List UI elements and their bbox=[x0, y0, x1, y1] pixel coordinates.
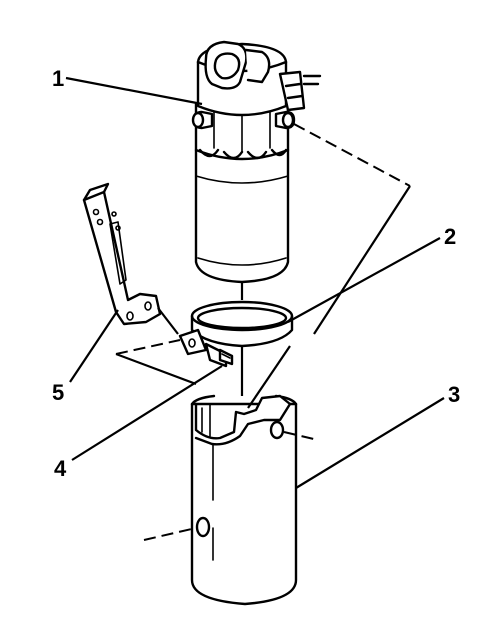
callout-3: 3 bbox=[448, 382, 460, 407]
filter-canister bbox=[191, 40, 322, 284]
alignment-lines bbox=[115, 123, 411, 541]
callout-2: 2 bbox=[444, 224, 456, 249]
callout-1: 1 bbox=[52, 66, 64, 91]
callout-5: 5 bbox=[52, 380, 64, 405]
callout-4: 4 bbox=[54, 456, 67, 481]
clamp-ring bbox=[178, 300, 294, 368]
mounting-bracket bbox=[82, 182, 162, 326]
screw bbox=[218, 348, 234, 366]
callout-leaders bbox=[65, 76, 445, 489]
mounting-tube bbox=[190, 394, 298, 606]
